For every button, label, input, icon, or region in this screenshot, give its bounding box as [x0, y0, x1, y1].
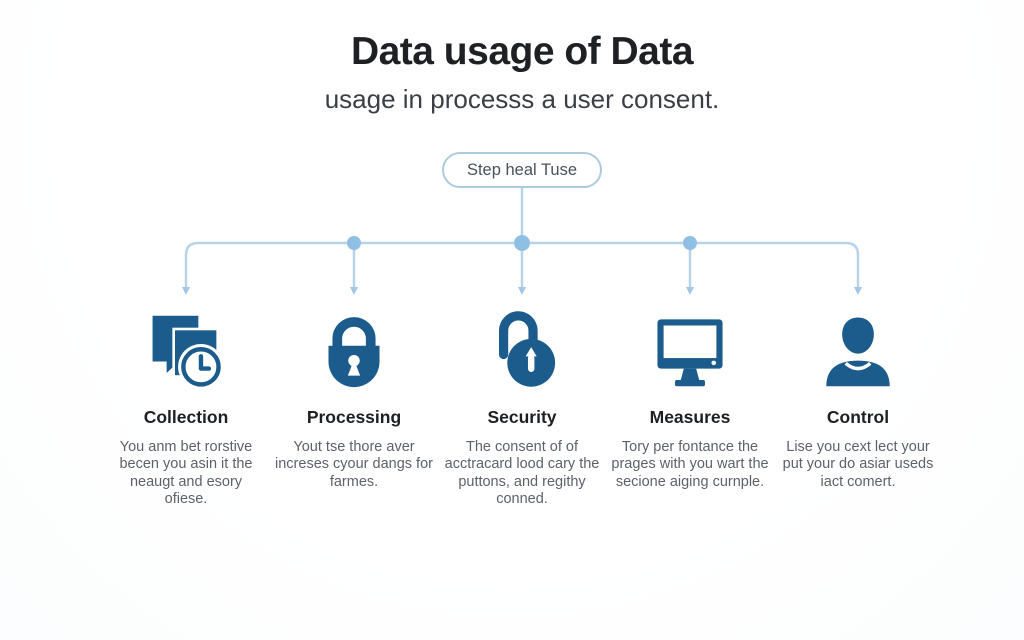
person-icon: [774, 303, 942, 395]
arrow-tips: [182, 287, 862, 295]
documents-clock-icon: [102, 303, 270, 395]
step-pill-button[interactable]: Step heal Tuse: [442, 152, 602, 188]
column-processing: Processing Yout tse thore aver increses …: [270, 303, 438, 509]
page-title: Data usage of Data: [350, 30, 694, 73]
feature-columns: Collection You anm bet rorstive becen yo…: [102, 303, 942, 509]
column-label: Control: [826, 407, 890, 427]
closed-padlock-icon: [270, 303, 438, 395]
column-description: You anm bet rorstive becen you asin it t…: [119, 439, 253, 508]
column-description: Lise you cext lect your put your do asia…: [782, 439, 934, 490]
column-description: Yout tse thore aver increses cyour dangs…: [275, 439, 433, 490]
connector-tree: [182, 188, 862, 295]
column-label: Collection: [143, 407, 229, 427]
header: Data usage of Data usage in processs a u…: [10, 30, 1024, 115]
column-measures: Measures Tory per fontance the prages wi…: [606, 303, 774, 509]
column-security: Security The consent of of acctracard lo…: [438, 303, 606, 509]
column-collection: Collection You anm bet rorstive becen yo…: [102, 303, 270, 509]
step-pill-label: Step heal Tuse: [466, 160, 578, 179]
column-description: Tory per fontance the prages with you wa…: [611, 439, 769, 490]
column-label: Processing: [306, 407, 402, 427]
column-control: Control Lise you cext lect your put your…: [774, 303, 942, 509]
column-description: The consent of of acctracard lood cary t…: [444, 439, 600, 508]
column-label: Measures: [649, 407, 731, 427]
page-subtitle: usage in processs a user consent.: [324, 84, 720, 114]
column-label: Security: [487, 407, 557, 427]
junction-dots: [347, 235, 697, 251]
monitor-icon: [606, 303, 774, 395]
open-padlock-icon: [438, 303, 606, 395]
